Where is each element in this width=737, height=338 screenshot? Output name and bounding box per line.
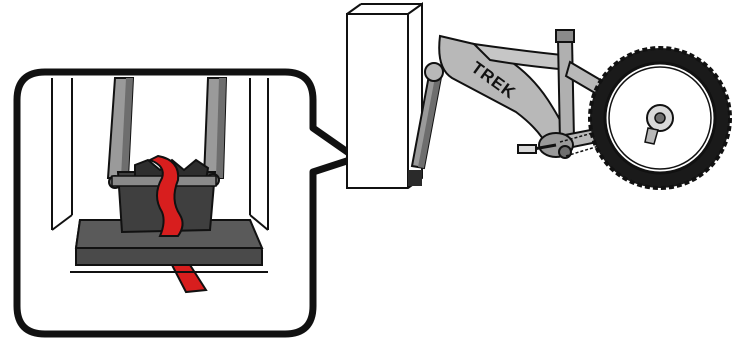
stand-box-icon bbox=[347, 4, 422, 188]
rear-wheel-icon bbox=[590, 48, 730, 188]
fork-blade-right-icon bbox=[204, 78, 226, 178]
e-bike-icon: TREK bbox=[412, 30, 730, 188]
callout-bubble bbox=[17, 72, 356, 334]
